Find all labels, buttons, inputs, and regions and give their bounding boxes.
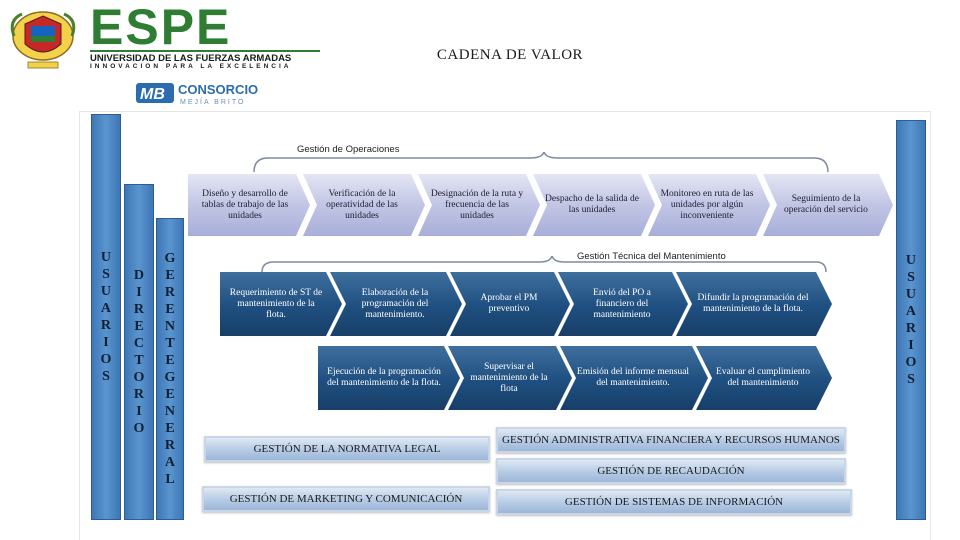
usuarios-left-letter: S (102, 369, 110, 384)
usuarios-left-letter: I (103, 335, 109, 350)
gerente-general-letter: E (165, 387, 175, 402)
usuarios-right-letter: A (905, 304, 917, 319)
gerente-general-letter: R (164, 285, 176, 300)
mt-step-2: Elaboración de la programación del mante… (330, 272, 462, 336)
gerente-general-letter: N (164, 404, 176, 419)
directorio-letter: T (134, 353, 144, 368)
directorio-letter: O (133, 370, 145, 385)
op-step-3: Designación de la ruta y frecuencia de l… (418, 174, 540, 236)
gerente-general-letter: R (164, 438, 176, 453)
operations-brace (253, 152, 829, 173)
mt-step-1: Requerimiento de ST de mantenimiento de … (220, 272, 342, 336)
directorio-letter: I (136, 285, 142, 300)
usuarios-right-letter: O (905, 355, 917, 370)
mt-step-9: Evaluar el cumplimiento del mantenimient… (696, 346, 832, 410)
page-title: CADENA DE VALOR (436, 47, 584, 63)
directorio-letter: R (133, 387, 145, 402)
gerente-general-letter: E (165, 353, 175, 368)
gerente-general-letter: G (164, 370, 176, 385)
usuarios-left-letter: A (100, 301, 112, 316)
usuarios-right-letter: S (907, 270, 915, 285)
maintenance-label: Gestión Técnica del Mantenimiento (577, 251, 726, 262)
operations-label: Gestión de Operaciones (297, 144, 400, 155)
mt-step-7: Supervisar el mantenimiento de la flota (448, 346, 572, 410)
gerente-general-letter: E (165, 302, 175, 317)
maintenance-brace (261, 256, 827, 273)
usuarios-right-letter: R (905, 321, 917, 336)
mt-step-4: Envió del PO a financiero del mantenimie… (558, 272, 688, 336)
op-step-1: Diseño y desarrollo de tablas de trabajo… (188, 174, 310, 236)
usuarios-right-letter: I (908, 338, 914, 353)
directorio-letter: D (133, 268, 145, 283)
gerente-general-letter: N (164, 319, 176, 334)
consorcio-sub: MEJÍA BRITO (180, 97, 245, 106)
gerente-general-letter: L (165, 472, 175, 487)
op-step-4: Despacho de la salida de las unidades (533, 174, 655, 236)
gerente-general-letter: A (164, 455, 176, 470)
usuarios-left-letter: O (100, 352, 112, 367)
svg-text:MB: MB (140, 86, 165, 103)
directorio-letter: E (134, 319, 144, 334)
consorcio-text: CONSORCIO (178, 82, 258, 97)
usuarios-left-letter: S (102, 267, 110, 282)
gerente-general-letter: E (165, 268, 175, 283)
op-step-6: Seguimiento de la operación del servicio (763, 174, 893, 236)
espe-brand: ESPE (90, 0, 232, 55)
usuarios-right-letter: S (907, 372, 915, 387)
mt-step-8: Emisión del informe mensual del mantenim… (560, 346, 708, 410)
consorcio-logo: MB CONSORCIO MEJÍA BRITO (136, 82, 258, 106)
usuarios-right-letter: U (905, 287, 917, 302)
gerente-general-letter: G (164, 251, 176, 266)
gerente-general-letter: T (165, 336, 175, 351)
mt-step-5: Difundir la programación del mantenimien… (676, 272, 832, 336)
support-sistemas: GESTIÓN DE SISTEMAS DE INFORMACIÓN (496, 489, 852, 515)
directorio-letter: C (133, 336, 145, 351)
directorio-letter: I (136, 404, 142, 419)
mt-step-6: Ejecución de la programación del manteni… (318, 346, 460, 410)
support-recaudacion: GESTIÓN DE RECAUDACIÓN (496, 458, 846, 484)
usuarios-left-letter: R (100, 318, 112, 333)
directorio-letter: O (133, 421, 145, 436)
usuarios-left-letter: U (100, 284, 112, 299)
espe-crest-logo (10, 11, 76, 69)
directorio-letter: R (133, 302, 145, 317)
university-motto: INNOVACION PARA LA EXCELENCIA (90, 63, 292, 70)
university-name: UNIVERSIDAD DE LAS FUERZAS ARMADAS (90, 50, 320, 64)
usuarios-left-letter: U (100, 250, 112, 265)
support-normativa-legal: GESTIÓN DE LA NORMATIVA LEGAL (204, 436, 490, 462)
support-administrativa: GESTIÓN ADMINISTRATIVA FINANCIERA Y RECU… (496, 427, 846, 453)
op-step-5: Monitoreo en ruta de las unidades por al… (648, 174, 770, 236)
gerente-general-letter: E (165, 421, 175, 436)
mt-step-3: Aprobar el PM preventivo (450, 272, 570, 336)
usuarios-right-letter: U (905, 253, 917, 268)
op-step-2: Verificación de la operatividad de las u… (303, 174, 425, 236)
support-marketing: GESTIÓN DE MARKETING Y COMUNICACIÓN (202, 486, 490, 512)
